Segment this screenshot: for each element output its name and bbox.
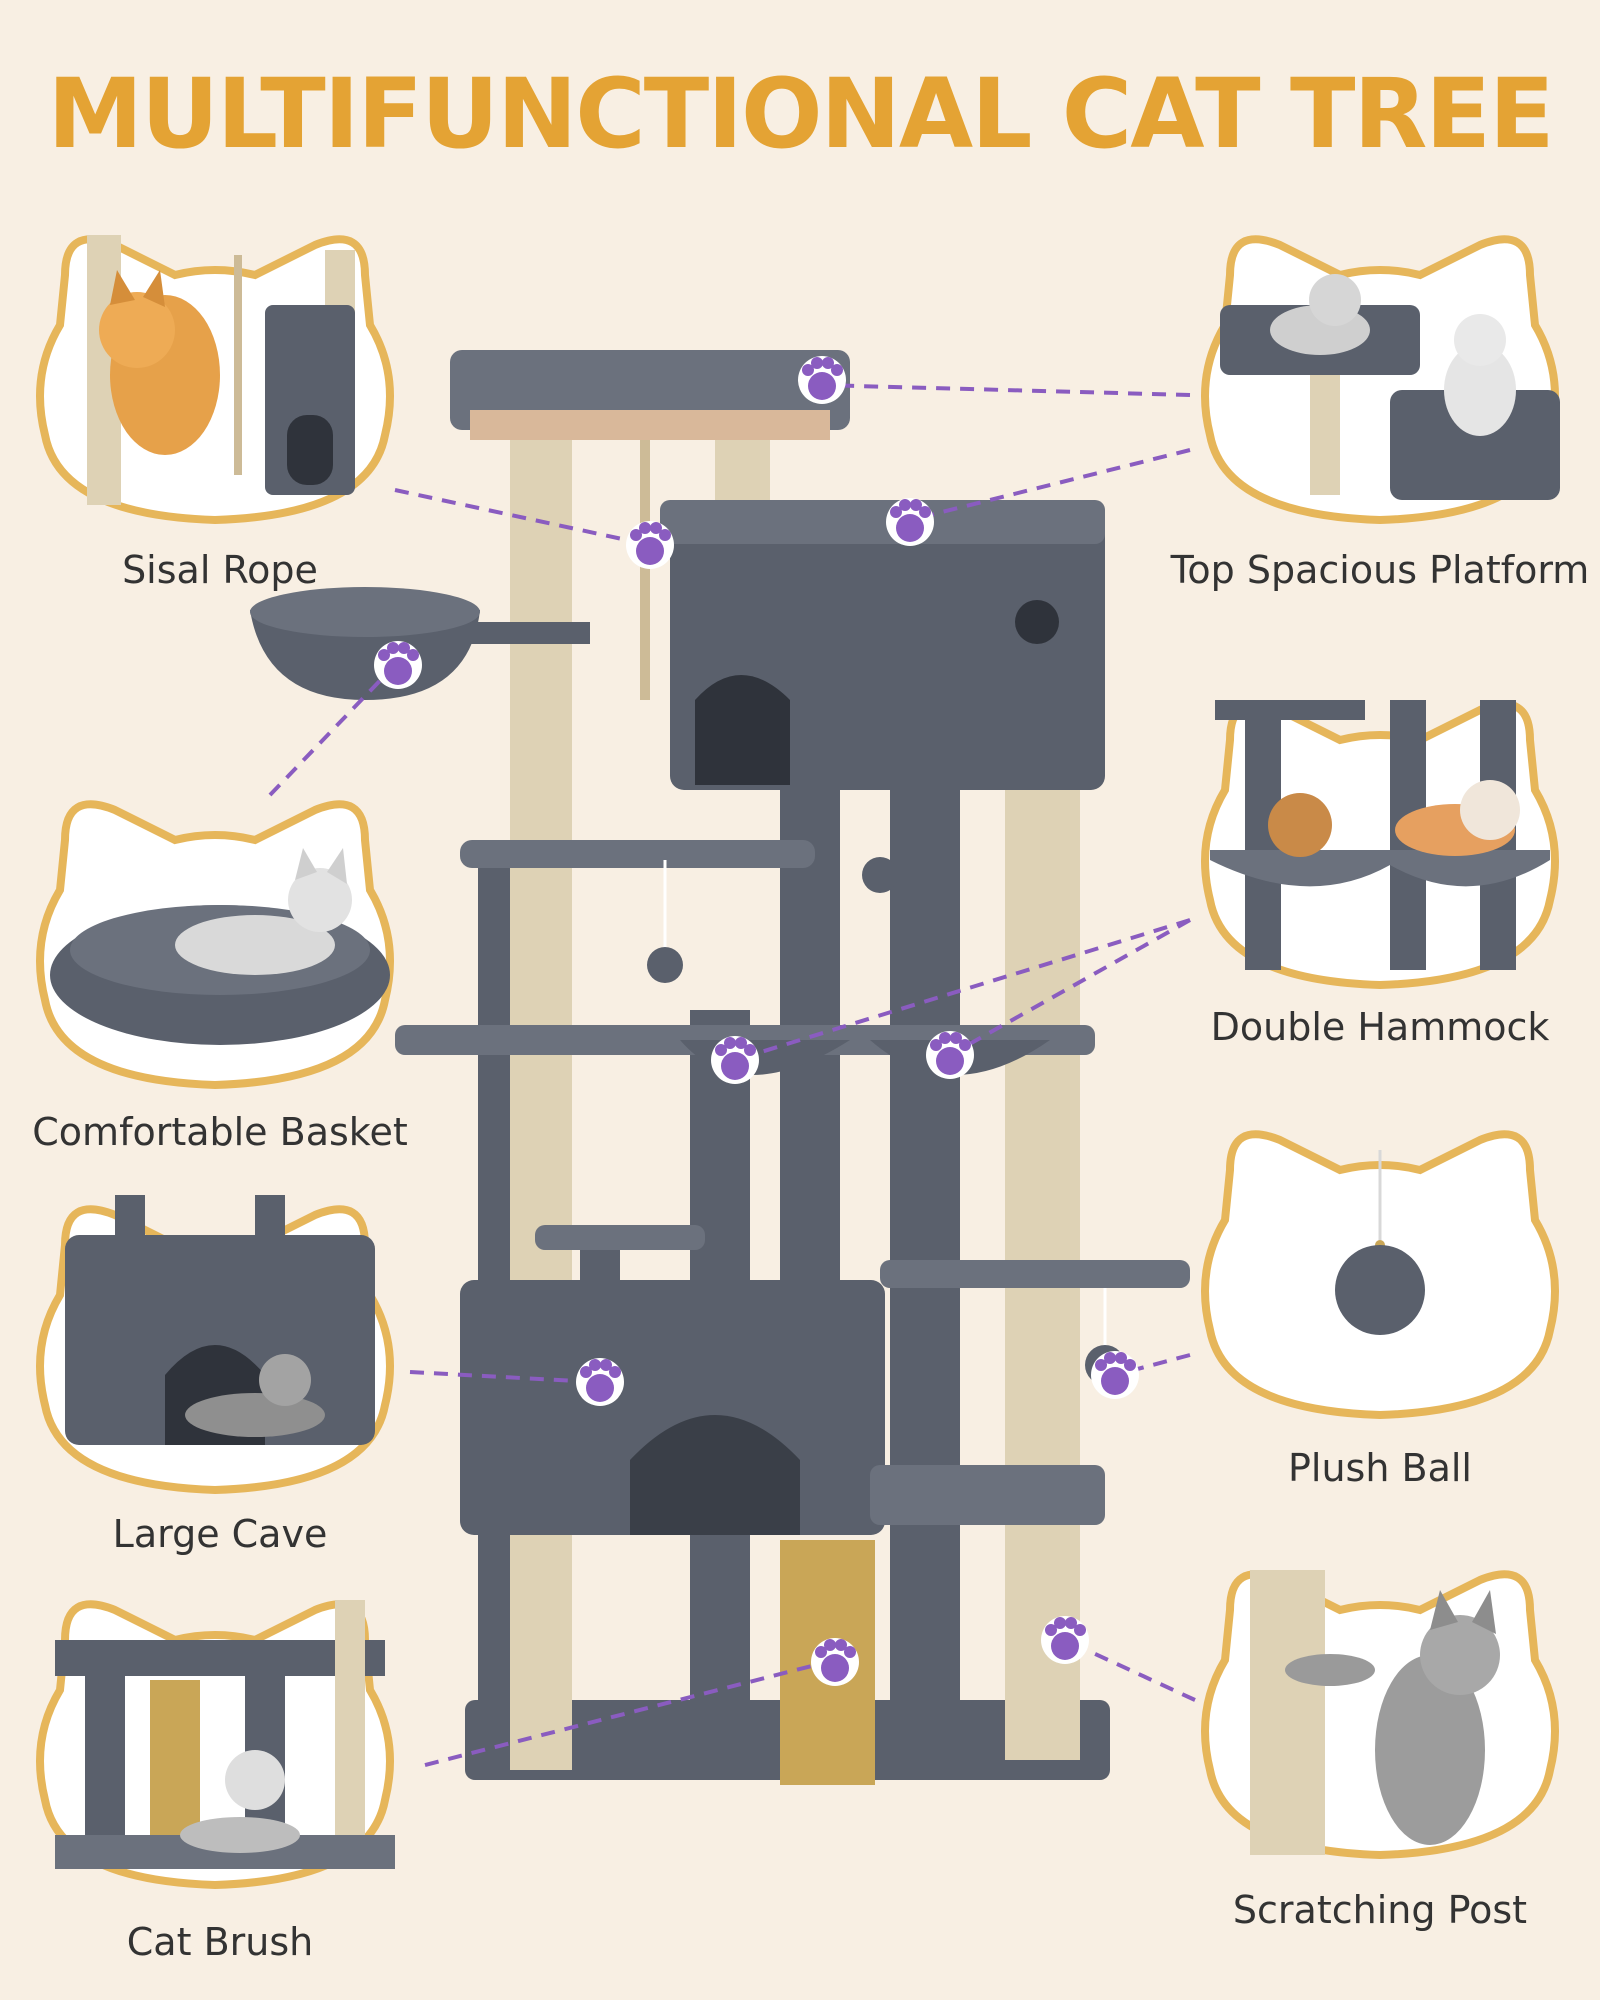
sisal-rope-frame [40,235,390,520]
large-cave-frame [40,1195,390,1490]
page-title: MULTIFUNCTIONAL CAT TREE [47,58,1554,170]
double-hammock-label: Double Hammock [1210,1005,1550,1049]
comfortable-basket-label: Comfortable Basket [32,1110,408,1154]
paw-icon [1041,1616,1089,1664]
paw-icon [811,1638,859,1686]
scratching-post-label: Scratching Post [1232,1888,1528,1932]
paw-icon [798,356,846,404]
large-cave-label: Large Cave [112,1512,328,1556]
comfortable-basket-frame [40,804,390,1085]
scratching-post-frame [1205,1570,1555,1855]
paw-icon [711,1036,759,1084]
paw-icon [374,641,422,689]
paw-icon [926,1031,974,1079]
paw-icon [576,1358,624,1406]
paw-icon [1091,1351,1139,1399]
paw-icon [886,498,934,546]
plush-ball-label: Plush Ball [1288,1446,1472,1490]
sisal-rope-label: Sisal Rope [122,548,318,592]
connector-lines [268,383,1196,1767]
cat-brush-label: Cat Brush [126,1920,314,1964]
cat-brush-frame [40,1600,395,1885]
top-platform-frame [1205,239,1560,520]
paw-icon [626,521,674,569]
double-hammock-frame [1205,700,1555,985]
cat-tree [250,350,1190,1785]
plush-ball-frame [1205,1134,1555,1415]
top-spacious-platform-label: Top Spacious Platform [1170,548,1590,592]
